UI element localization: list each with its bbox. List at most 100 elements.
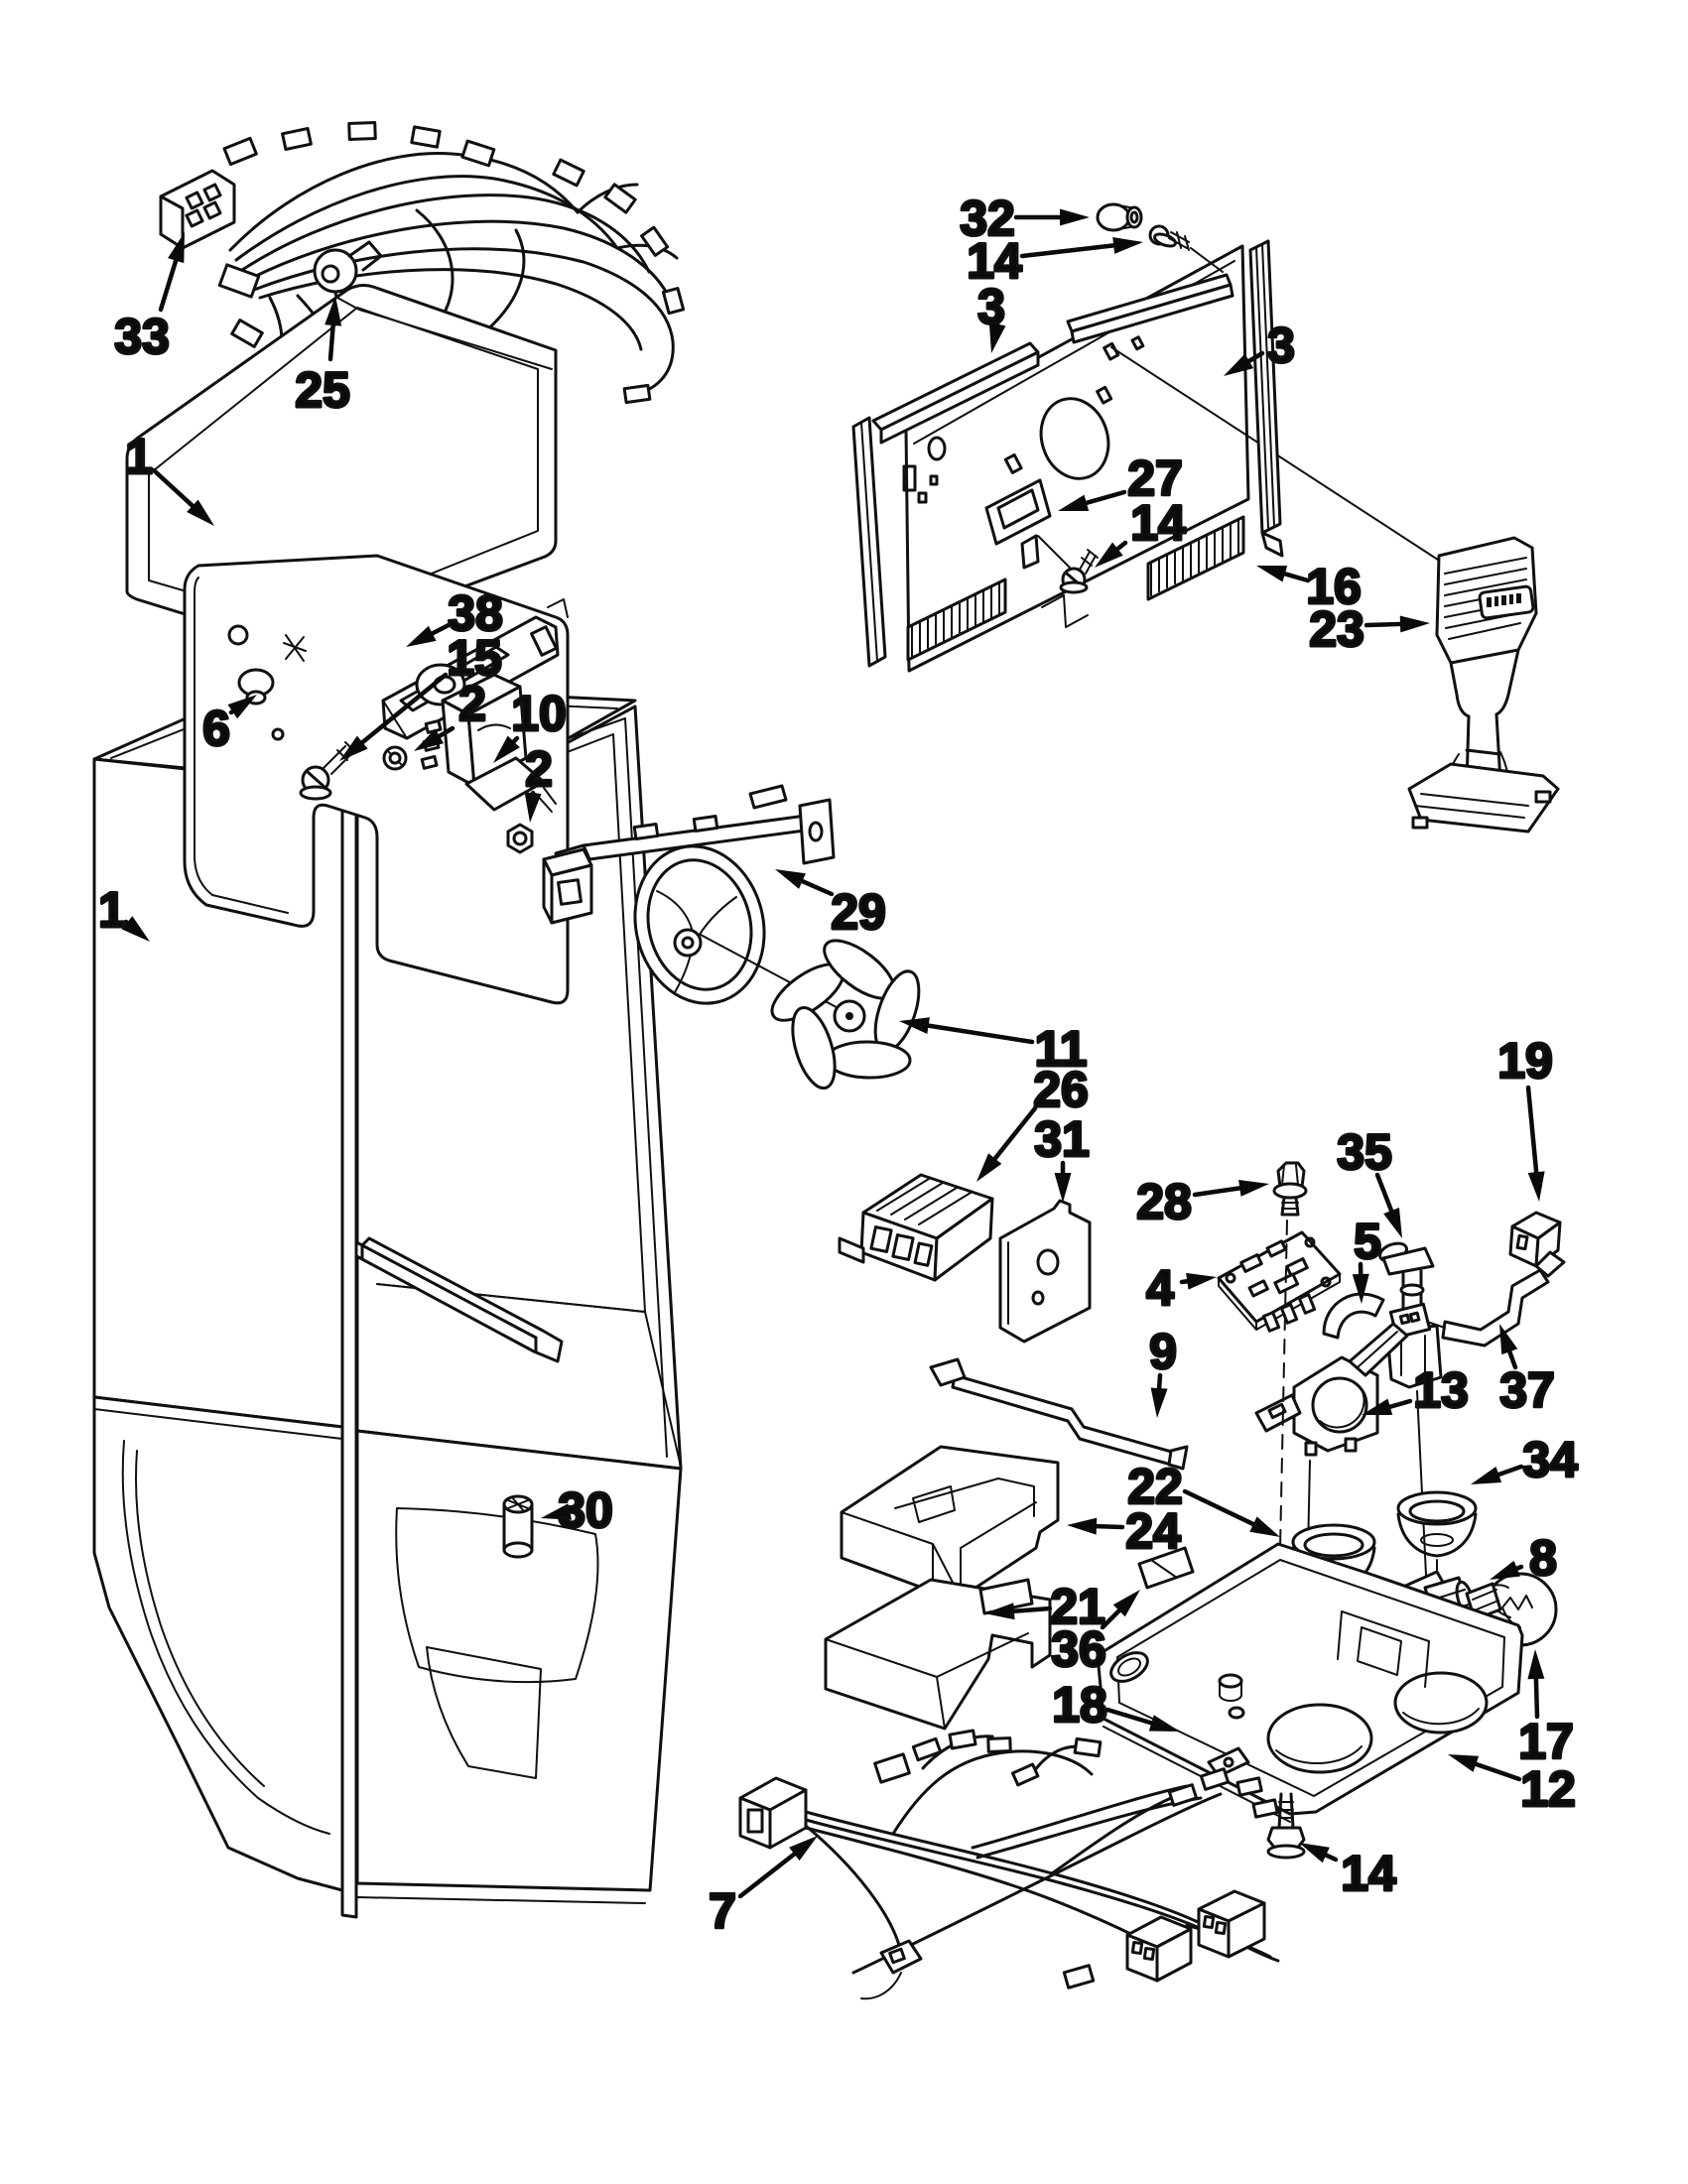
callout-10: 10 bbox=[493, 685, 568, 763]
callout-arrowhead bbox=[541, 1503, 573, 1520]
frame-strip-left bbox=[851, 416, 887, 668]
callout-leader-line bbox=[360, 672, 449, 745]
callout-2: 2 bbox=[414, 675, 487, 751]
frame-strip-right-3 bbox=[1248, 239, 1284, 558]
callout-leader-line bbox=[1324, 1853, 1339, 1863]
callout-label-23: 23 bbox=[1309, 601, 1364, 657]
callout-leader-line bbox=[1115, 540, 1128, 552]
callout-arrowhead bbox=[121, 916, 150, 942]
callout-label-19: 19 bbox=[1497, 1033, 1553, 1089]
callout-label-34: 34 bbox=[1522, 1432, 1578, 1487]
callout-leader-line bbox=[1084, 489, 1127, 506]
callout-leader-line bbox=[1507, 1349, 1518, 1370]
callout-arrowhead bbox=[1352, 1273, 1369, 1304]
callout-label-32: 32 bbox=[960, 191, 1015, 246]
callout-label-16: 16 bbox=[1306, 559, 1362, 614]
callout-32: 32 bbox=[959, 190, 1090, 248]
callout-leader-line bbox=[1474, 1761, 1522, 1782]
callout-1: 1 bbox=[124, 428, 214, 526]
callout-23: 23 bbox=[1308, 600, 1430, 659]
air-tower-23 bbox=[1407, 536, 1560, 834]
callout-arrowhead bbox=[325, 296, 342, 326]
callout-leader-line bbox=[926, 1023, 1035, 1045]
callout-label-5: 5 bbox=[1354, 1214, 1381, 1269]
callout-leader-line bbox=[158, 258, 179, 313]
callout-15: 15 bbox=[339, 629, 503, 761]
callout-arrowhead bbox=[1383, 1207, 1402, 1238]
callout-label-21: 21 bbox=[1050, 1579, 1105, 1634]
callout-12: 12 bbox=[1448, 1754, 1577, 1819]
callout-arrowhead bbox=[899, 1017, 930, 1035]
callout-leader-line bbox=[437, 725, 455, 739]
callout-label-7: 7 bbox=[709, 1883, 736, 1939]
callout-leader-line bbox=[1011, 1606, 1053, 1613]
callout-arrowhead bbox=[1256, 566, 1288, 582]
callout-label-3: 3 bbox=[1267, 318, 1295, 373]
callout-13: 13 bbox=[1362, 1361, 1470, 1420]
callout-label-33: 33 bbox=[114, 309, 170, 364]
callout-22: 22 bbox=[1126, 1458, 1280, 1537]
callout-leader-line bbox=[1514, 1564, 1524, 1571]
callout-leader-line bbox=[1192, 1186, 1242, 1198]
callout-arrowhead bbox=[1362, 1398, 1393, 1415]
roller-30 bbox=[502, 1494, 534, 1559]
callout-35: 35 bbox=[1336, 1123, 1402, 1238]
screw-14-panel bbox=[1059, 549, 1099, 594]
callout-label-25: 25 bbox=[295, 362, 350, 418]
callout-arrowhead bbox=[1060, 208, 1090, 226]
callout-3: 3 bbox=[1224, 317, 1296, 376]
callout-label-24: 24 bbox=[1125, 1503, 1181, 1559]
nut-2b bbox=[506, 823, 534, 854]
callout-arrowhead bbox=[1299, 1843, 1330, 1863]
callout-arrowhead bbox=[1150, 1387, 1168, 1418]
control-board-4 bbox=[1217, 1230, 1342, 1333]
drip-tray-12 bbox=[1096, 1542, 1524, 1823]
callout-label-14: 14 bbox=[1130, 495, 1186, 551]
clip-27 bbox=[984, 478, 1071, 570]
callout-label-13: 13 bbox=[1413, 1362, 1469, 1418]
button-6 bbox=[237, 668, 275, 706]
callout-arrowhead bbox=[1527, 1171, 1545, 1202]
callout-arrowhead bbox=[1490, 1560, 1520, 1580]
callout-19: 19 bbox=[1496, 1032, 1554, 1202]
callout-34: 34 bbox=[1471, 1431, 1579, 1489]
callout-arrowhead bbox=[1238, 1179, 1269, 1197]
spacer-32 bbox=[1096, 202, 1143, 232]
callout-37: 37 bbox=[1498, 1324, 1556, 1420]
callout-leader-line bbox=[1374, 1172, 1394, 1214]
callout-label-15: 15 bbox=[447, 630, 502, 686]
callout-14: 14 bbox=[1095, 494, 1187, 568]
vent-grille-right bbox=[1146, 515, 1245, 601]
bracket-37 bbox=[1388, 1268, 1550, 1348]
callout-arrowhead bbox=[775, 869, 806, 889]
callout-leader-line bbox=[430, 622, 452, 636]
pad-36 bbox=[1137, 1546, 1195, 1590]
vent-grille-left bbox=[906, 578, 1007, 662]
thermostat-10 bbox=[420, 673, 557, 813]
callout-4: 4 bbox=[1145, 1259, 1217, 1318]
callout-24: 24 bbox=[1067, 1502, 1182, 1561]
callout-label-2: 2 bbox=[458, 676, 486, 731]
callout-label-14: 14 bbox=[967, 233, 1022, 289]
callout-leader-line bbox=[1156, 1372, 1163, 1391]
callout-label-38: 38 bbox=[448, 585, 503, 641]
callout-18: 18 bbox=[1051, 1676, 1180, 1734]
callout-leader-line bbox=[1387, 1398, 1413, 1410]
callout-7: 7 bbox=[708, 1836, 818, 1941]
callout-leader-line bbox=[1182, 1488, 1256, 1527]
callout-leader-line bbox=[1019, 243, 1116, 259]
wire-harness-bottom bbox=[738, 1729, 1280, 2000]
callout-leader-line bbox=[1094, 1523, 1125, 1530]
fan-blade-11 bbox=[770, 939, 921, 1091]
screw-14-bottom bbox=[1266, 1792, 1306, 1860]
callout-label-30: 30 bbox=[558, 1482, 613, 1538]
callout-arrowhead bbox=[976, 1153, 1002, 1182]
fan-motor-bracket-29 bbox=[542, 784, 846, 1013]
callout-arrowhead bbox=[988, 321, 1006, 353]
callout-label-8: 8 bbox=[1529, 1530, 1557, 1586]
callout-arrowhead bbox=[414, 728, 445, 751]
callout-arrowhead bbox=[1054, 1173, 1072, 1203]
callout-leader-line bbox=[1363, 621, 1403, 628]
